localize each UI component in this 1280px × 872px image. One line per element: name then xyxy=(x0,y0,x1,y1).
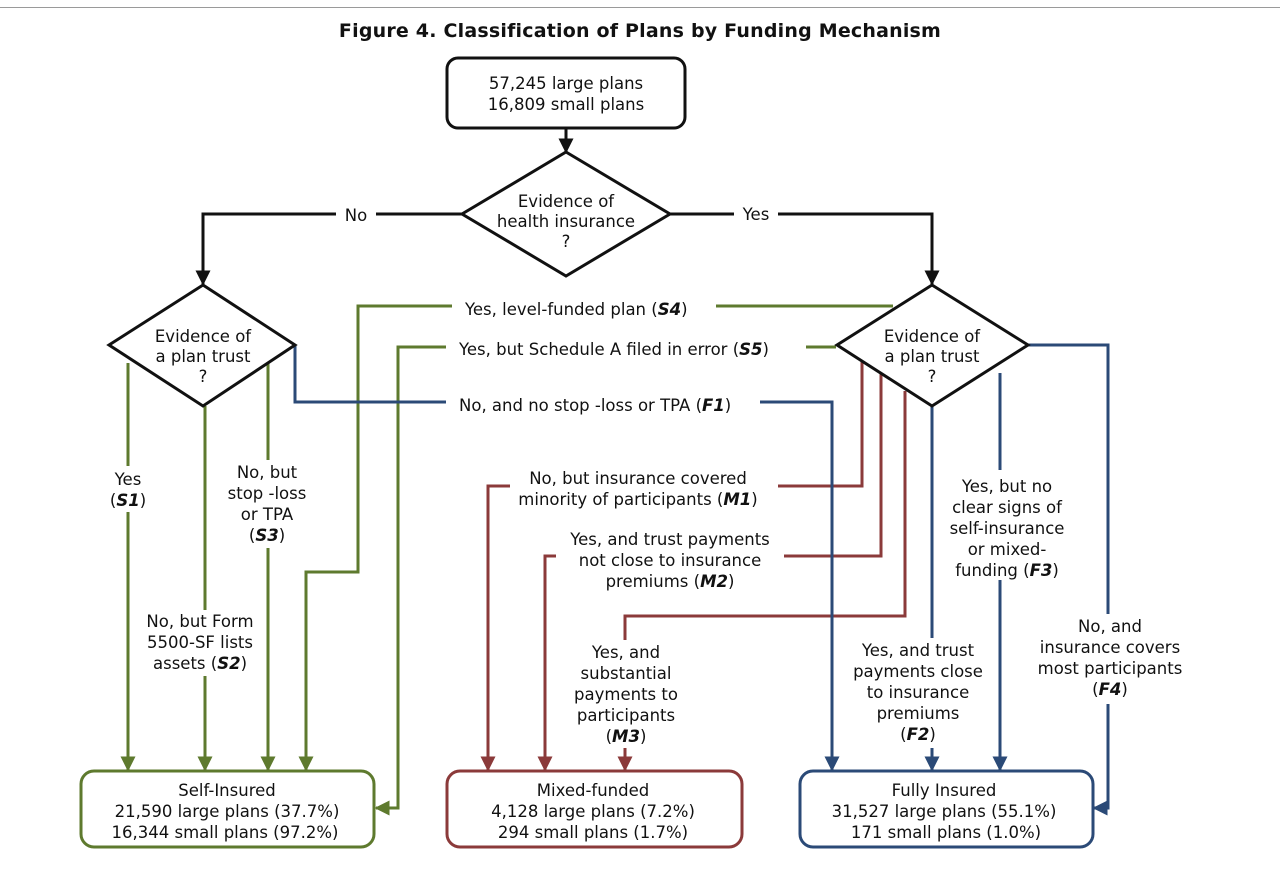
left-plan-trust-decision: Evidence of a plan trust ? xyxy=(106,283,298,408)
left-trust-line2: a plan trust xyxy=(155,347,251,366)
fully-insured-title: Fully Insured xyxy=(892,781,997,800)
label-f1: No, and no stop -loss or TPA (F1) xyxy=(459,396,731,415)
m2-line2: not close to insurance xyxy=(579,551,762,570)
f4-code-line: (F4) xyxy=(1092,680,1128,699)
branch-yes-label: Yes xyxy=(742,205,770,224)
left-trust-line3: ? xyxy=(199,367,208,386)
f3-line3: self-insurance xyxy=(950,519,1065,538)
m3-line3: payments to xyxy=(574,685,678,704)
health-insurance-decision: Evidence of health insurance ? xyxy=(459,150,673,278)
self-insured-small: 16,344 small plans (97.2%) xyxy=(112,823,339,842)
figure-title: Figure 4. Classification of Plans by Fun… xyxy=(338,20,942,42)
label-s5: Yes, but Schedule A filed in error (S5) xyxy=(458,340,769,359)
s2-line1: No, but Form xyxy=(146,612,253,631)
label-f4: No, and insurance covers most participan… xyxy=(1038,617,1183,699)
f2-line1: Yes, and trust xyxy=(861,641,975,660)
right-trust-line2: a plan trust xyxy=(884,347,980,366)
label-s1: Yes (S1) xyxy=(110,470,146,510)
f2-code-line: (F2) xyxy=(900,725,936,744)
s1-line1: Yes xyxy=(114,470,142,489)
branch-no-label: No xyxy=(345,206,367,225)
f2-line3: to insurance xyxy=(867,683,969,702)
right-plan-trust-decision: Evidence of a plan trust ? xyxy=(834,283,1031,408)
left-trust-line1: Evidence of xyxy=(155,327,252,346)
s1-code-line: (S1) xyxy=(110,491,146,510)
s3-line3: or TPA xyxy=(241,505,294,524)
m1-line2: minority of participants (M1) xyxy=(518,490,757,509)
right-trust-line1: Evidence of xyxy=(884,327,981,346)
fully-insured-large: 31,527 large plans (55.1%) xyxy=(832,802,1057,821)
label-f3: Yes, but no clear signs of self-insuranc… xyxy=(950,477,1065,580)
f3-line2: clear signs of xyxy=(952,498,1063,517)
mixed-funded-title: Mixed-funded xyxy=(537,781,649,800)
s3-code-line: (S3) xyxy=(249,526,285,545)
label-s3: No, but stop -loss or TPA (S3) xyxy=(228,463,307,545)
f4-line1: No, and xyxy=(1078,617,1142,636)
m1-line1: No, but insurance covered xyxy=(529,469,747,488)
self-insured-large: 21,590 large plans (37.7%) xyxy=(115,802,340,821)
label-m2: Yes, and trust payments not close to ins… xyxy=(569,530,770,591)
health-decision-line1: Evidence of xyxy=(518,192,615,211)
f2-line4: premiums xyxy=(877,704,960,723)
fully-insured-small: 171 small plans (1.0%) xyxy=(851,823,1041,842)
m3-line2: substantial xyxy=(581,664,672,683)
top-rule xyxy=(0,7,1280,8)
health-decision-line3: ? xyxy=(562,232,571,251)
label-s4: Yes, level-funded plan (S4) xyxy=(464,300,688,319)
mixed-funded-large: 4,128 large plans (7.2%) xyxy=(491,802,695,821)
f4-line3: most participants xyxy=(1038,659,1183,678)
health-decision-line2: health insurance xyxy=(497,212,635,231)
start-small-plans: 16,809 small plans xyxy=(488,95,644,114)
label-m3: Yes, and substantial payments to partici… xyxy=(574,643,678,746)
m2-line3: premiums (M2) xyxy=(606,572,735,591)
f3-line4: or mixed- xyxy=(968,540,1047,559)
m2-line1: Yes, and trust payments xyxy=(569,530,770,549)
outcome-fully-insured: Fully Insured 31,527 large plans (55.1%)… xyxy=(798,769,1095,849)
label-s2: No, but Form 5500-SF lists assets (S2) xyxy=(146,612,253,673)
f3-line1: Yes, but no xyxy=(961,477,1052,496)
right-trust-line3: ? xyxy=(928,367,937,386)
label-m1: No, but insurance covered minority of pa… xyxy=(518,469,757,509)
m3-line4: participants xyxy=(577,706,675,725)
f4-line2: insurance covers xyxy=(1040,638,1180,657)
outcome-mixed-funded: Mixed-funded 4,128 large plans (7.2%) 29… xyxy=(445,769,744,849)
start-large-plans: 57,245 large plans xyxy=(489,74,643,93)
outcome-self-insured: Self-Insured 21,590 large plans (37.7%) … xyxy=(79,769,376,849)
s2-line3: assets (S2) xyxy=(153,654,247,673)
mixed-funded-small: 294 small plans (1.7%) xyxy=(498,823,688,842)
s3-line2: stop -loss xyxy=(228,484,307,503)
s3-line1: No, but xyxy=(237,463,298,482)
f3-line5: funding (F3) xyxy=(955,561,1059,580)
s2-line2: 5500-SF lists xyxy=(147,633,253,652)
label-f2: Yes, and trust payments close to insuran… xyxy=(853,641,983,744)
f2-line2: payments close xyxy=(853,662,983,681)
start-node: 57,245 large plans 16,809 small plans xyxy=(445,56,687,130)
m3-code-line: (M3) xyxy=(606,727,647,746)
m3-line1: Yes, and xyxy=(591,643,660,662)
self-insured-title: Self-Insured xyxy=(178,781,276,800)
